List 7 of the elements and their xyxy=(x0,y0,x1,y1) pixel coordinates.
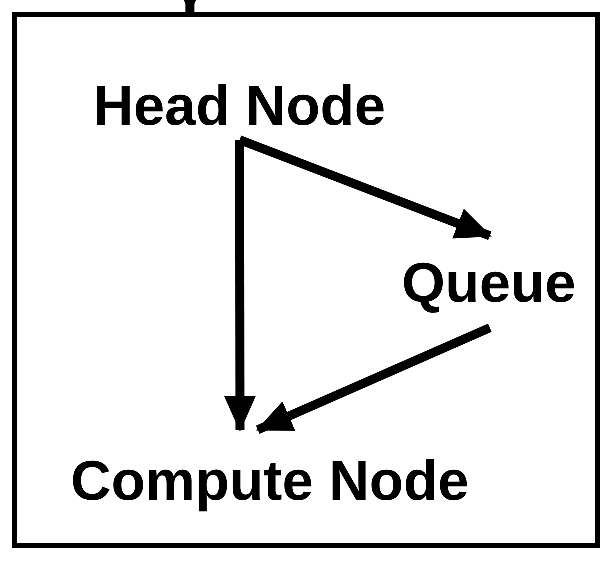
node-label: Compute Node xyxy=(30,430,510,530)
outer-box xyxy=(12,12,600,548)
arrow xyxy=(224,140,256,432)
arrow xyxy=(238,136,492,240)
arrow xyxy=(256,324,492,434)
node-label: Queue xyxy=(383,236,595,328)
node-label: Head Node xyxy=(62,70,417,140)
